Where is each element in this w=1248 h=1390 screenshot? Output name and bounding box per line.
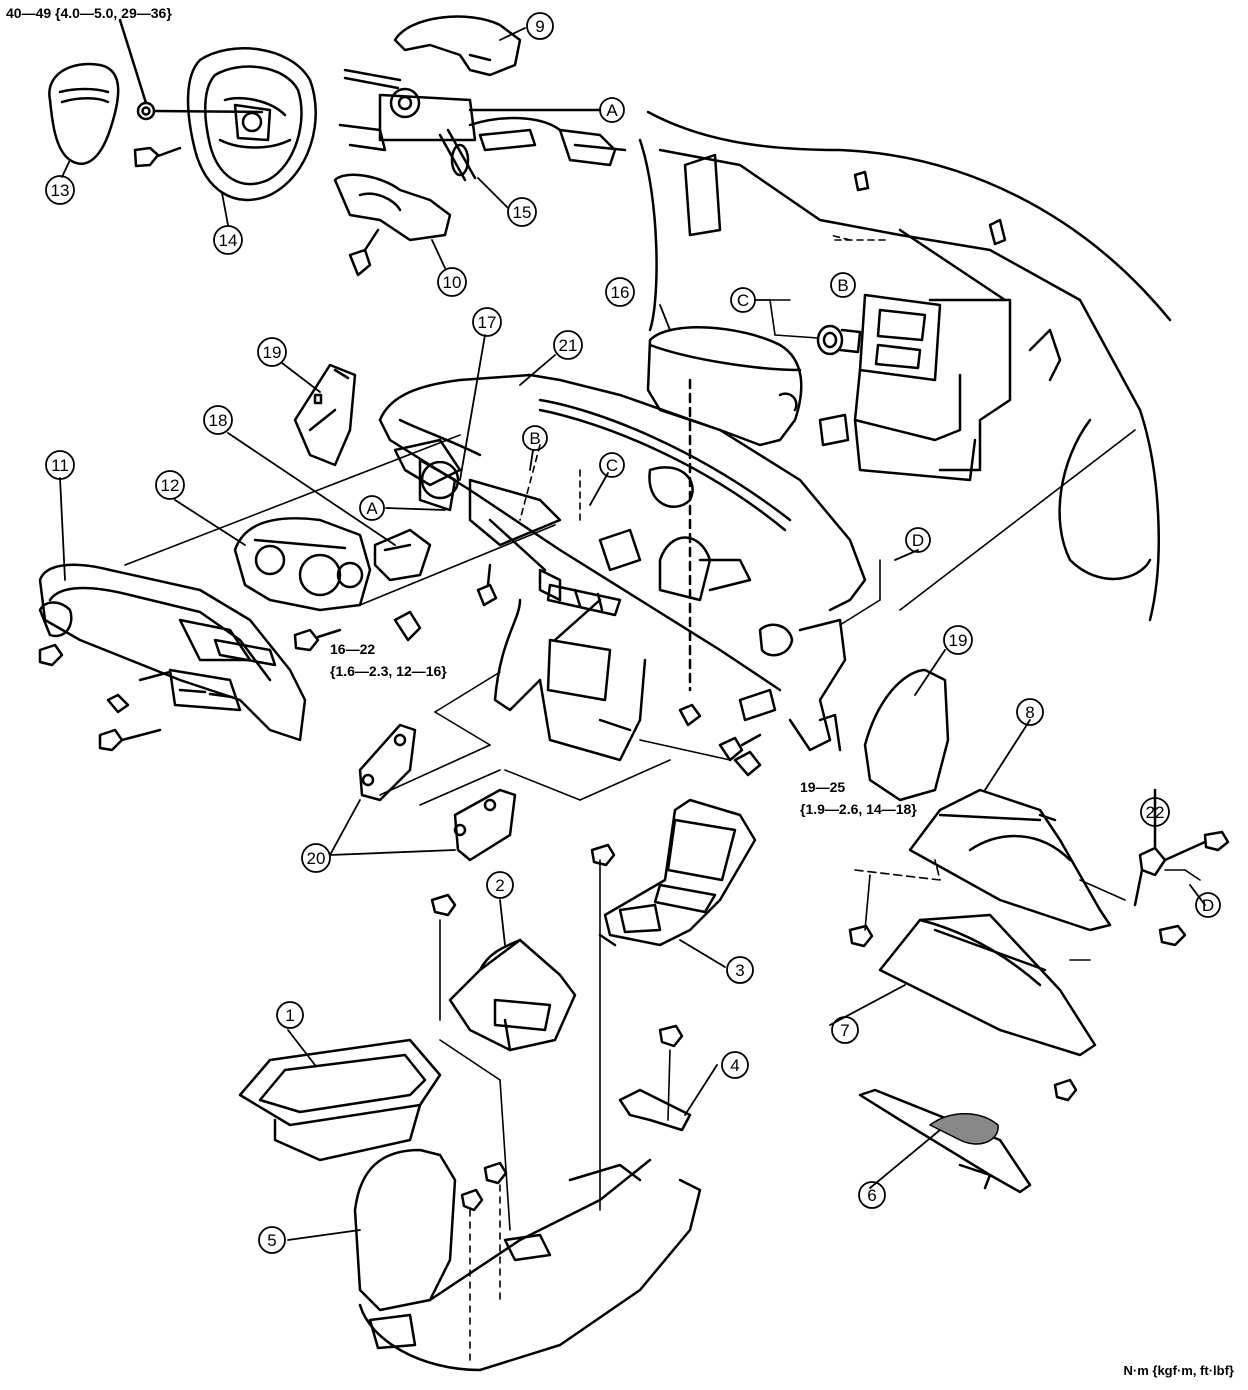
callout-7: 7	[831, 1016, 859, 1044]
callout-13: 13	[45, 175, 75, 205]
callout-3: 3	[726, 956, 754, 984]
instrument-cluster-12	[233, 517, 372, 612]
callout-B-dash: B	[522, 425, 548, 451]
callout-4: 4	[721, 1051, 749, 1079]
svg-text:B: B	[529, 429, 540, 448]
callout-14: 14	[213, 225, 243, 255]
glove-box-lid-7	[878, 913, 1097, 1057]
vehicle-body-outline	[638, 110, 1172, 622]
svg-text:C: C	[606, 456, 618, 475]
torque-lower-bolts-value: 19—25	[800, 779, 846, 795]
svg-text:3: 3	[735, 961, 744, 980]
center-console-5	[353, 1148, 702, 1372]
svg-text:15: 15	[513, 203, 532, 222]
callout-5: 5	[258, 1226, 286, 1254]
svg-text:B: B	[837, 276, 848, 295]
steering-nut	[118, 18, 264, 121]
callout-15: 15	[507, 197, 537, 227]
steering-wheel-14	[186, 47, 317, 202]
console-panel-3	[598, 798, 757, 947]
svg-text:7: 7	[840, 1021, 849, 1040]
callout-9: 9	[526, 12, 554, 40]
column-cover-lower-10	[333, 173, 452, 277]
torque-lower-bolts-paren: {1.9—2.6, 14—18}	[800, 801, 917, 817]
bracket-18	[373, 528, 432, 642]
svg-text:6: 6	[867, 1186, 876, 1205]
meter-hood-11	[38, 563, 307, 742]
svg-text:10: 10	[443, 273, 462, 292]
passenger-air-bag-16	[646, 326, 803, 692]
callout-8: 8	[1016, 698, 1044, 726]
svg-text:A: A	[366, 499, 378, 518]
svg-text:D: D	[912, 531, 924, 550]
callout-21: 21	[553, 330, 583, 360]
glove-box-screws	[848, 830, 1230, 1102]
torque-steering-wheel-nut: 40—49 {4.0—5.0, 29—36}	[6, 5, 172, 21]
torque-dash-bolts-paren: {1.6—2.3, 12—16}	[330, 663, 447, 679]
console-screws	[430, 843, 684, 1212]
callout-2: 2	[486, 871, 514, 899]
fastener-bolts	[38, 563, 762, 777]
callout-12: 12	[155, 470, 185, 500]
svg-text:C: C	[737, 291, 749, 310]
lower-panels-20	[358, 723, 517, 862]
svg-text:1: 1	[285, 1006, 294, 1025]
svg-text:18: 18	[209, 411, 228, 430]
units-note: N·m {kgf·m, ft·lbf}	[1123, 1363, 1235, 1378]
glove-box-housing-8	[908, 788, 1112, 932]
callout-A-top: A	[599, 97, 625, 123]
svg-text:22: 22	[1146, 803, 1165, 822]
callout-17: 17	[472, 307, 502, 337]
svg-text:12: 12	[161, 476, 180, 495]
dashboard-21	[378, 373, 867, 762]
callout-1: 1	[276, 1001, 304, 1029]
combination-switch-15	[338, 68, 627, 182]
side-panel-19-left	[293, 363, 357, 467]
svg-text:5: 5	[267, 1231, 276, 1250]
svg-text:A: A	[606, 101, 618, 120]
svg-text:19: 19	[949, 631, 968, 650]
air-bag-bolt	[133, 146, 182, 168]
callout-10: 10	[437, 267, 467, 297]
svg-text:16: 16	[611, 283, 630, 302]
svg-text:14: 14	[219, 231, 238, 250]
callout-16: 16	[605, 277, 635, 307]
svg-text:13: 13	[51, 181, 70, 200]
callout-11: 11	[45, 450, 75, 480]
svg-text:D: D	[1202, 896, 1214, 915]
column-cover-upper-9	[393, 15, 522, 77]
svg-text:11: 11	[51, 456, 69, 475]
svg-text:4: 4	[730, 1056, 739, 1075]
callout-B-top: B	[830, 272, 856, 298]
svg-text:20: 20	[307, 849, 326, 868]
callout-D-dash: D	[905, 527, 931, 553]
svg-text:17: 17	[478, 313, 497, 332]
svg-text:19: 19	[263, 343, 282, 362]
callout-A-dash: A	[359, 495, 385, 521]
callout-18: 18	[203, 405, 233, 435]
callout-6: 6	[858, 1181, 886, 1209]
callout-C-dash: C	[599, 452, 625, 478]
callout-19-right: 19	[943, 625, 973, 655]
svg-text:8: 8	[1025, 703, 1034, 722]
console-bracket-4	[618, 1088, 692, 1132]
side-panel-19-right	[863, 668, 950, 802]
air-bag-module-13	[48, 62, 120, 165]
callout-C-top: C	[730, 287, 756, 313]
torque-dash-bolts-value: 16—22	[330, 641, 376, 657]
callout-22: 22	[1140, 797, 1170, 827]
callout-D-glovebox: D	[1195, 892, 1221, 918]
svg-text:9: 9	[535, 17, 544, 36]
assembly-lines	[124, 234, 1201, 1361]
glove-box-trim-6	[858, 1088, 1032, 1194]
storage-tray-1	[238, 1038, 442, 1162]
callout-19-left: 19	[257, 337, 287, 367]
ashtray-box-2	[448, 938, 577, 1052]
svg-text:21: 21	[559, 336, 578, 355]
svg-text:2: 2	[495, 876, 504, 895]
leader-lines	[59, 27, 1206, 1241]
callout-20: 20	[301, 843, 331, 873]
heater-duct-connector	[816, 324, 862, 356]
